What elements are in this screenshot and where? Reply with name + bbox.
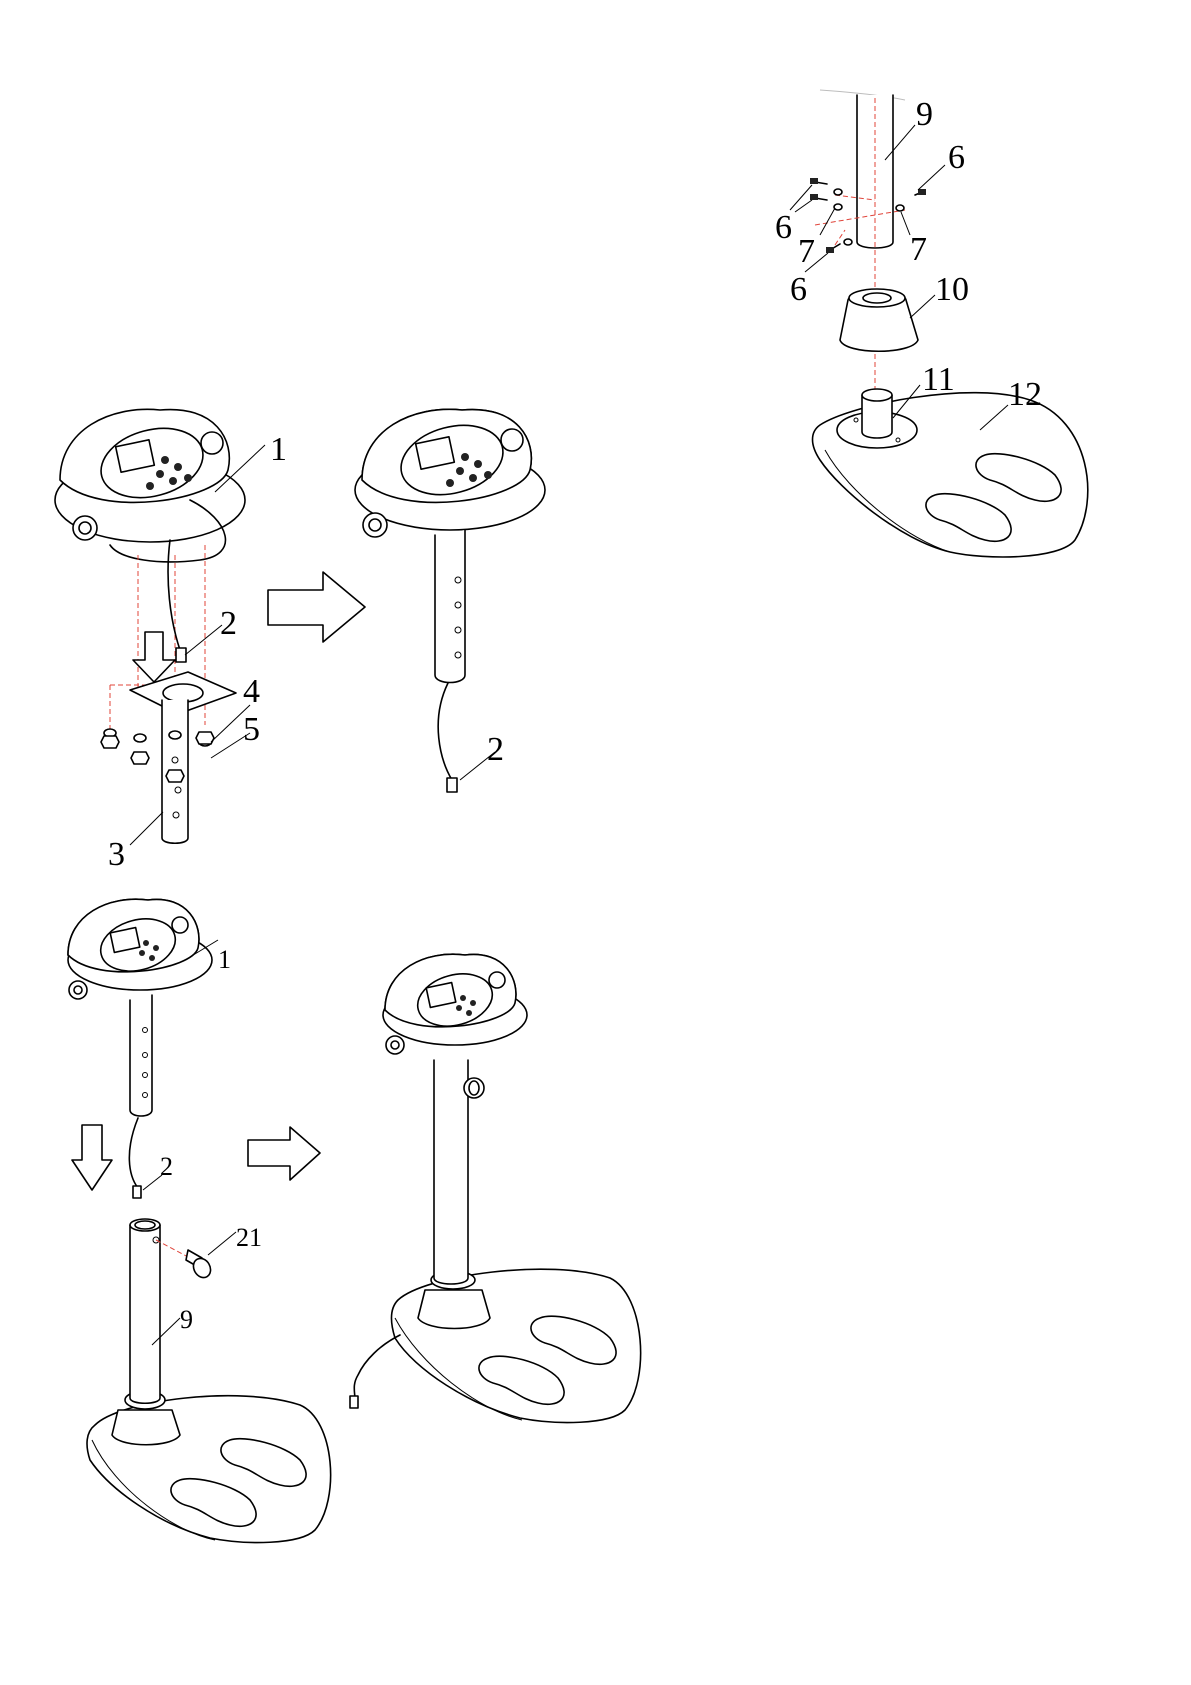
right-arrow-icon xyxy=(268,572,365,642)
label-tube-3: 3 xyxy=(108,836,125,873)
label-washer-7-left: 7 xyxy=(798,233,815,270)
label-head-1: 1 xyxy=(270,431,287,468)
label-cable-2: 2 xyxy=(220,605,237,642)
label-column-9-step3: 9 xyxy=(180,1305,193,1334)
label-column-9: 9 xyxy=(916,96,933,133)
step-3-assembled xyxy=(350,954,641,1422)
label-knob-21: 21 xyxy=(236,1223,262,1252)
label-cable-2-step3: 2 xyxy=(160,1152,173,1181)
step-1-after xyxy=(355,409,545,792)
massage-head-1 xyxy=(55,409,245,562)
label-screw-6-right: 6 xyxy=(948,139,965,176)
label-screw-6-bottom: 6 xyxy=(790,271,807,308)
step-3-column xyxy=(87,1219,331,1543)
label-nut-5: 5 xyxy=(243,711,260,748)
down-arrow-icon xyxy=(72,1125,112,1190)
label-washer-4: 4 xyxy=(243,673,260,710)
label-cable-2-after: 2 xyxy=(487,731,504,768)
label-cover-10: 10 xyxy=(935,271,969,308)
label-base-12: 12 xyxy=(1008,376,1042,413)
label-socket-11: 11 xyxy=(922,361,955,398)
step-2 xyxy=(790,90,1088,557)
right-arrow-icon-2 xyxy=(248,1127,320,1180)
label-screw-6-left: 6 xyxy=(775,209,792,246)
label-washer-7-right: 7 xyxy=(910,231,927,268)
label-head-1-step3: 1 xyxy=(218,945,231,974)
